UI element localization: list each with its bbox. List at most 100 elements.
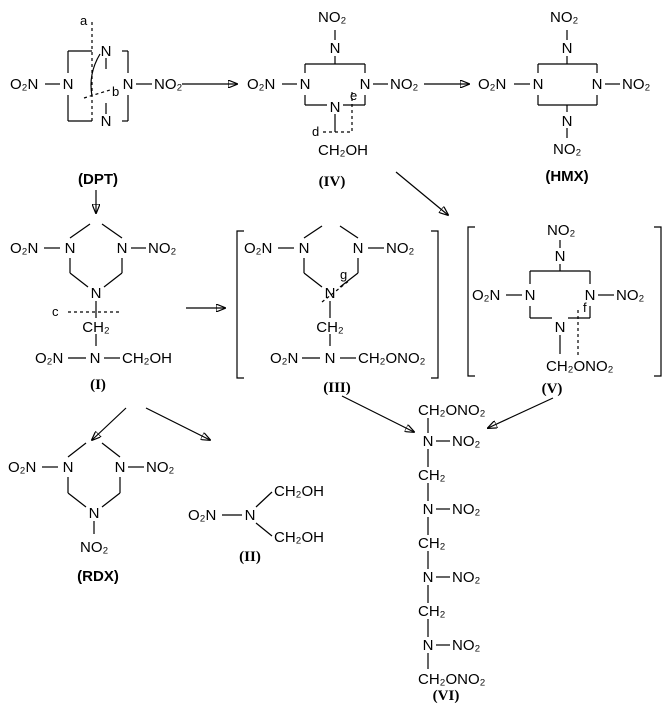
- rdx-n-left: N: [63, 459, 74, 476]
- i-no2-ring: NO₂: [148, 240, 177, 257]
- vi-n-1: N: [423, 433, 434, 450]
- label-hmx: (HMX): [545, 168, 588, 185]
- label-rdx: (RDX): [77, 568, 119, 585]
- vi-ch2ono2-top: CH₂ONO₂: [418, 402, 486, 419]
- hmx-no2-bottom: NO₂: [553, 141, 582, 158]
- ii-ch2oh-top: CH₂OH: [274, 483, 324, 500]
- iii-n-left: N: [299, 240, 310, 257]
- compound-iii: N N N O₂N NO₂ g CH₂ N O₂N CH₂ONO₂ (III): [236, 225, 439, 396]
- cleavage-e: e: [350, 88, 357, 103]
- v-n-left: N: [525, 287, 536, 304]
- i-o2n-chain: O₂N: [35, 350, 63, 367]
- iv-no2-right: NO₂: [390, 76, 419, 93]
- iv-ch2oh: CH₂OH: [318, 142, 368, 159]
- label-iv: (IV): [319, 174, 346, 190]
- dpt-n-right: N: [123, 76, 134, 93]
- v-n-bottom: N: [555, 319, 566, 336]
- vi-n-4: N: [423, 637, 434, 654]
- v-o2n-group: O₂N: [472, 287, 500, 304]
- arrow-i-to-rdx: [92, 407, 127, 440]
- cleavage-f: f: [583, 300, 587, 315]
- cleavage-d: d: [312, 124, 319, 139]
- iv-n-left: N: [300, 76, 311, 93]
- label-iii: (III): [323, 380, 351, 396]
- v-no2-right: NO₂: [616, 287, 645, 304]
- dpt-no2-group: NO₂: [154, 76, 183, 93]
- vi-no2-1: NO₂: [452, 433, 481, 450]
- iii-o2n-chain: O₂N: [270, 350, 298, 367]
- compound-ii: O₂N N CH₂OH CH₂OH (II): [188, 483, 324, 565]
- iv-n-top: N: [330, 40, 341, 57]
- rdx-n-right: N: [115, 459, 126, 476]
- i-n-chain: N: [90, 350, 101, 367]
- i-ch2oh: CH₂OH: [122, 350, 172, 367]
- hmx-no2-right: NO₂: [622, 76, 651, 93]
- compound-vi: CH₂ONO₂ N NO₂ CH₂ N NO₂ CH₂ N NO₂ CH₂ N …: [418, 402, 486, 704]
- ii-n: N: [245, 507, 256, 524]
- hmx-o2n-group: O₂N: [478, 76, 506, 93]
- iii-n-right: N: [353, 240, 364, 257]
- iv-o2n-group: O₂N: [247, 76, 275, 93]
- vi-no2-3: NO₂: [452, 569, 481, 586]
- hmx-n-top: N: [562, 40, 573, 57]
- vi-ch2-1: CH₂: [418, 467, 446, 484]
- dpt-n-left: N: [63, 76, 74, 93]
- label-v: (V): [542, 381, 563, 397]
- hmx-n-left: N: [533, 76, 544, 93]
- arrow-iii-to-vi: [341, 395, 414, 432]
- hmx-no2-top: NO₂: [550, 9, 579, 26]
- i-n-right: N: [117, 240, 128, 257]
- vi-n-2: N: [423, 501, 434, 518]
- vi-ch2-2: CH₂: [418, 535, 446, 552]
- vi-ch2ono2-bottom: CH₂ONO₂: [418, 671, 486, 688]
- reaction-arrows: [92, 84, 554, 440]
- iv-n-right: N: [360, 76, 371, 93]
- i-o2n-ring: O₂N: [10, 240, 38, 257]
- arrow-v-to-vi: [488, 397, 554, 428]
- label-vi: (VI): [433, 688, 460, 704]
- vi-ch2-3: CH₂: [418, 603, 446, 620]
- arrow-iv-to-v: [395, 171, 448, 215]
- iii-ch2: CH₂: [316, 319, 344, 336]
- v-n-right: N: [585, 287, 596, 304]
- compound-dpt: N N N N O₂N NO₂ a b (DPT): [10, 13, 183, 188]
- cleavage-c: c: [52, 304, 59, 319]
- label-i: (I): [90, 377, 106, 393]
- iii-o2n-ring: O₂N: [244, 240, 272, 257]
- v-no2-top: NO₂: [547, 222, 576, 239]
- dpt-o2n-group: O₂N: [10, 76, 38, 93]
- vi-no2-4: NO₂: [452, 637, 481, 654]
- rdx-o2n-group: O₂N: [8, 459, 36, 476]
- compound-rdx: N N N O₂N NO₂ NO₂ (RDX): [8, 442, 175, 585]
- vi-no2-2: NO₂: [452, 501, 481, 518]
- dpt-n-top: N: [101, 43, 112, 60]
- vi-n-3: N: [423, 569, 434, 586]
- label-dpt: (DPT): [78, 171, 118, 188]
- i-ch2: CH₂: [82, 319, 110, 336]
- v-ch2ono2: CH₂ONO₂: [546, 358, 614, 375]
- v-n-top: N: [555, 248, 566, 265]
- dpt-n-bottom: N: [101, 113, 112, 130]
- iv-no2-top: NO₂: [318, 9, 347, 26]
- compound-v: NO₂ N N N N O₂N NO₂ f CH₂ONO₂ (V): [467, 222, 662, 397]
- iii-n-bottom: N: [325, 285, 336, 302]
- cleavage-b: b: [112, 84, 119, 99]
- iii-ch2ono2: CH₂ONO₂: [358, 350, 426, 367]
- arrow-i-to-ii: [145, 407, 210, 440]
- rdx-n-bottom: N: [89, 505, 100, 522]
- iv-n-bottom: N: [330, 99, 341, 116]
- hmx-n-bottom: N: [562, 113, 573, 130]
- compound-i: N N N O₂N NO₂ c CH₂ N O₂N CH₂OH (I): [10, 223, 177, 393]
- ii-ch2oh-bottom: CH₂OH: [274, 529, 324, 546]
- i-n-bottom: N: [91, 285, 102, 302]
- iii-n-chain: N: [325, 350, 336, 367]
- label-ii: (II): [239, 549, 261, 565]
- i-n-left: N: [65, 240, 76, 257]
- ii-o2n-group: O₂N: [188, 507, 216, 524]
- hmx-n-right: N: [592, 76, 603, 93]
- compound-iv: NO₂ N N N N O₂N NO₂ CH₂OH e d (IV): [247, 9, 419, 190]
- rdx-no2-right: NO₂: [146, 459, 175, 476]
- rdx-no2-bottom: NO₂: [80, 539, 109, 556]
- compound-hmx: NO₂ N N N N O₂N NO₂ NO₂ (HMX): [478, 9, 651, 185]
